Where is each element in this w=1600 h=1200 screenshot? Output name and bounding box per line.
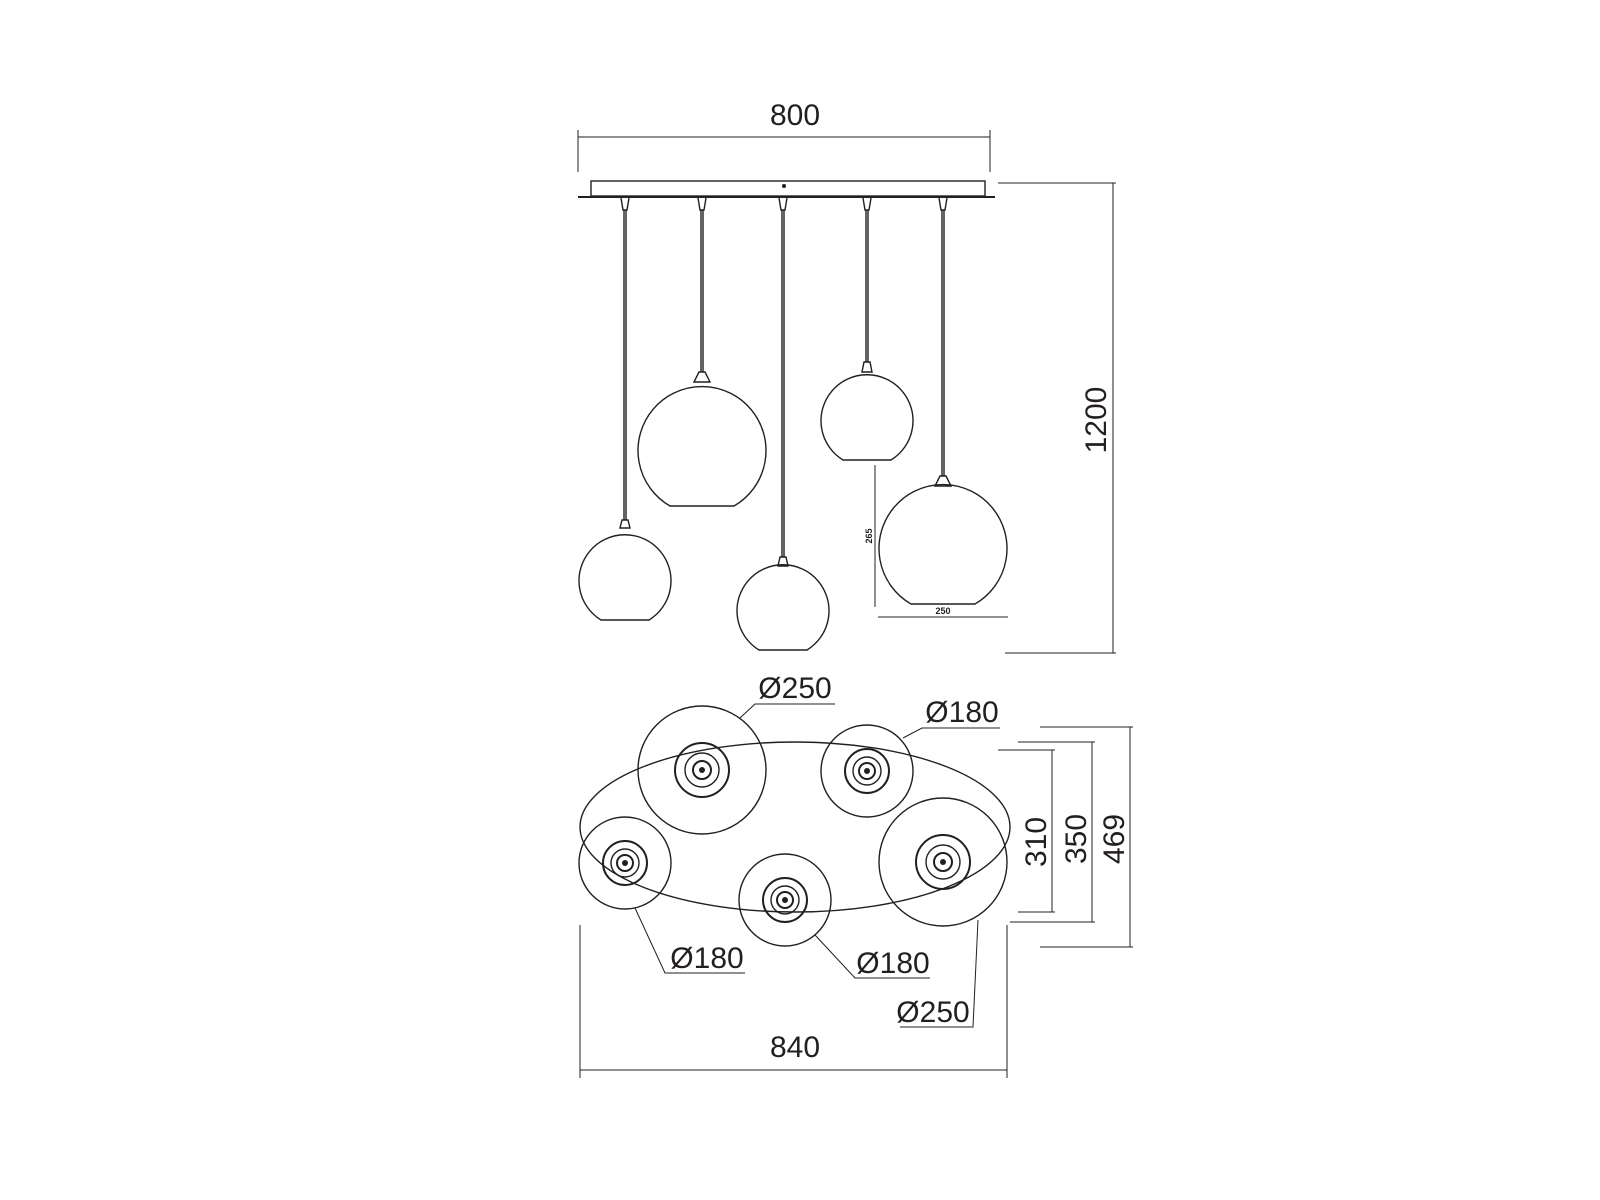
globe-width-label: 250	[935, 606, 950, 616]
height-label: 1200	[1080, 387, 1113, 454]
depth-label-469: 469	[1098, 814, 1131, 864]
globe-top-250-left	[637, 705, 767, 835]
globe-top-180-right	[820, 724, 914, 818]
globe-height-label: 265	[864, 528, 874, 543]
globe-top-180-center	[738, 853, 832, 947]
pendant-1	[578, 197, 672, 621]
pendant-2	[637, 197, 767, 507]
pendant-4	[820, 197, 914, 461]
canopy-outline	[579, 741, 1011, 913]
diameter-label-2: Ø180	[925, 696, 998, 729]
globe-dimensions: 265 250	[864, 465, 1008, 618]
depth-dimensions: 310 350 469	[998, 726, 1133, 948]
depth-label-310: 310	[1020, 817, 1053, 867]
diameter-label-3: Ø180	[670, 942, 743, 975]
top-view: Ø250 Ø180 Ø180 Ø180 Ø250 840 310 350 469	[578, 672, 1133, 1078]
width-dimension-800: 800	[577, 99, 991, 172]
ceiling-canopy	[578, 180, 995, 198]
pendant-5	[878, 197, 1008, 605]
diameter-label-1: Ø250	[758, 672, 831, 705]
width-label: 800	[770, 99, 820, 132]
pendant-3	[736, 197, 830, 651]
depth-label-350: 350	[1060, 814, 1093, 864]
height-dimension-1200: 1200	[998, 182, 1116, 654]
globe-top-180-left	[578, 816, 672, 910]
diameter-leaders: Ø250 Ø180 Ø180 Ø180 Ø250	[634, 672, 1000, 1029]
diameter-label-4: Ø180	[856, 947, 929, 980]
diameter-label-5: Ø250	[896, 996, 969, 1029]
front-view: 800	[577, 99, 1116, 654]
top-width-label: 840	[770, 1031, 820, 1064]
width-dimension-840: 840	[579, 925, 1008, 1078]
globe-top-250-right	[878, 797, 1008, 927]
